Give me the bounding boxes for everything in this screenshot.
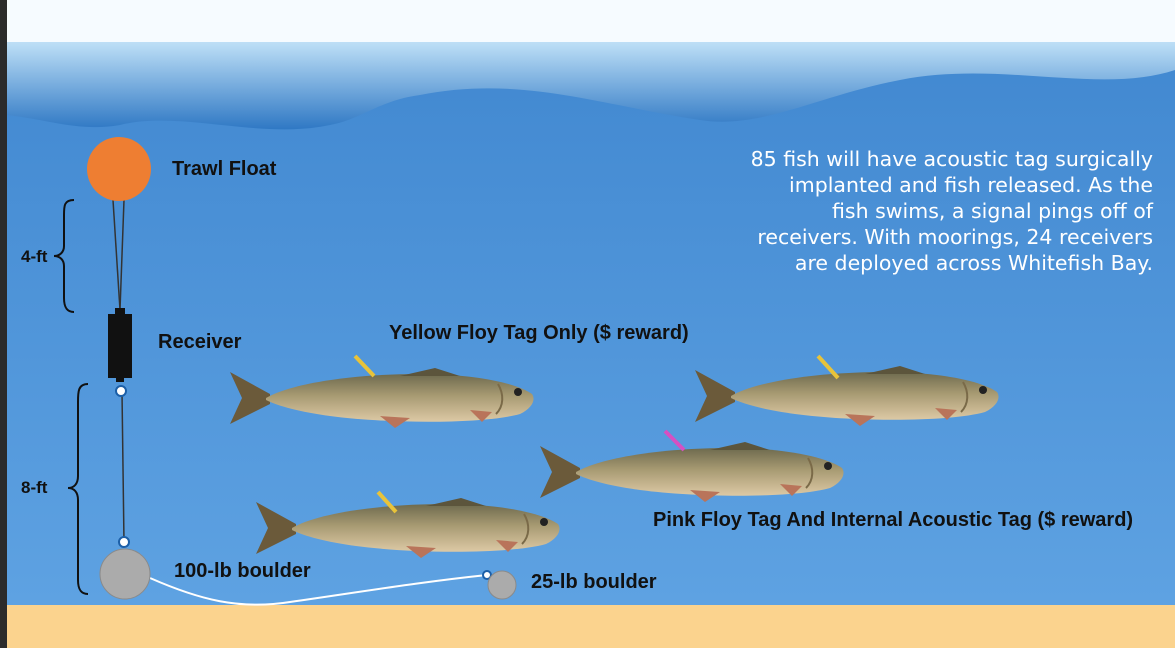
boulder-25-icon: [488, 571, 516, 599]
boulder-25-label: 25-lb boulder: [531, 571, 657, 594]
description-line: receivers. With moorings, 24 receivers: [633, 224, 1153, 250]
pink-tag-label: Pink Floy Tag And Internal Acoustic Tag …: [653, 509, 1133, 532]
description-line: are deployed across Whitefish Bay.: [633, 250, 1153, 276]
swivel-icon: [116, 386, 126, 396]
receiver-icon: [108, 308, 132, 382]
description-line: fish swims, a signal pings off of: [633, 198, 1153, 224]
sand-bottom: [7, 605, 1175, 648]
description-text: 85 fish will have acoustic tag surgicall…: [633, 146, 1153, 276]
dim-4ft-label: 4-ft: [21, 247, 47, 267]
sky-band: [7, 0, 1175, 42]
boulder-100-icon: [100, 549, 150, 599]
trawl-float-icon: [87, 137, 151, 201]
yellow-tag-label: Yellow Floy Tag Only ($ reward): [389, 322, 689, 345]
description-line: implanted and fish released. As the: [633, 172, 1153, 198]
boulder-100-label: 100-lb boulder: [174, 560, 311, 583]
receiver-label: Receiver: [158, 331, 241, 354]
dim-8ft-label: 8-ft: [21, 478, 47, 498]
shackle-icon: [119, 537, 129, 547]
trawl-float-label: Trawl Float: [172, 158, 276, 181]
description-line: 85 fish will have acoustic tag surgicall…: [633, 146, 1153, 172]
